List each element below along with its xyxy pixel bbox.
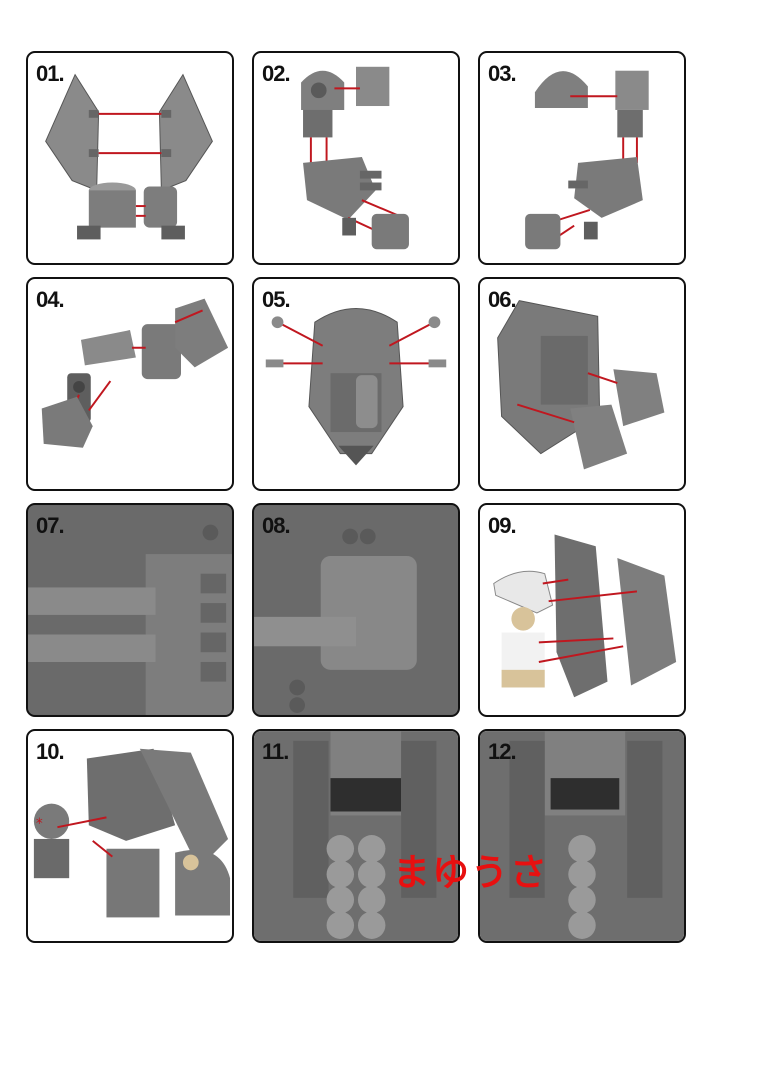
step-08-illustration	[254, 505, 458, 715]
step-04-illustration	[41, 298, 229, 448]
step-06-illustration	[497, 300, 665, 470]
step-number: 02.	[262, 61, 291, 86]
step-number: 06.	[488, 287, 517, 312]
step-panel-01: 01.	[26, 51, 234, 265]
step-panel-12: 12.	[478, 729, 686, 943]
step-number: 08.	[262, 513, 291, 538]
step-03-illustration	[525, 70, 649, 250]
step-number: 05.	[262, 287, 291, 312]
step-number: 04.	[36, 287, 65, 312]
step-panel-07: 07.	[26, 503, 234, 717]
step-number: 07.	[36, 513, 65, 538]
step-panel-02: 02.	[252, 51, 460, 265]
step-05-illustration	[265, 307, 447, 466]
step-09-illustration	[493, 534, 677, 698]
step-number: 11.	[262, 739, 289, 764]
step-07-illustration	[28, 505, 232, 715]
step-panel-10: 10. *	[26, 729, 234, 943]
step-01-illustration	[45, 73, 213, 240]
step-panel-08: 08.	[252, 503, 460, 717]
step-10-illustration: *	[33, 748, 231, 918]
step-12-illustration	[480, 731, 684, 941]
step-panel-04: 04.	[26, 277, 234, 491]
step-panel-03: 03.	[478, 51, 686, 265]
step-panel-11: 11.	[252, 729, 460, 943]
step-panel-09: 09.	[478, 503, 686, 717]
step-number: 03.	[488, 61, 517, 86]
step-11-illustration	[254, 731, 458, 941]
step-02-illustration	[301, 66, 409, 250]
step-number: 01.	[36, 61, 65, 86]
watermark-text: まゆうさ	[393, 851, 549, 894]
step-number: 10.	[36, 739, 65, 764]
svg-text:*: *	[36, 816, 43, 832]
step-panel-05: 05.	[252, 277, 460, 491]
step-number: 12.	[488, 739, 517, 764]
step-panel-06: 06.	[478, 277, 686, 491]
step-number: 09.	[488, 513, 517, 538]
